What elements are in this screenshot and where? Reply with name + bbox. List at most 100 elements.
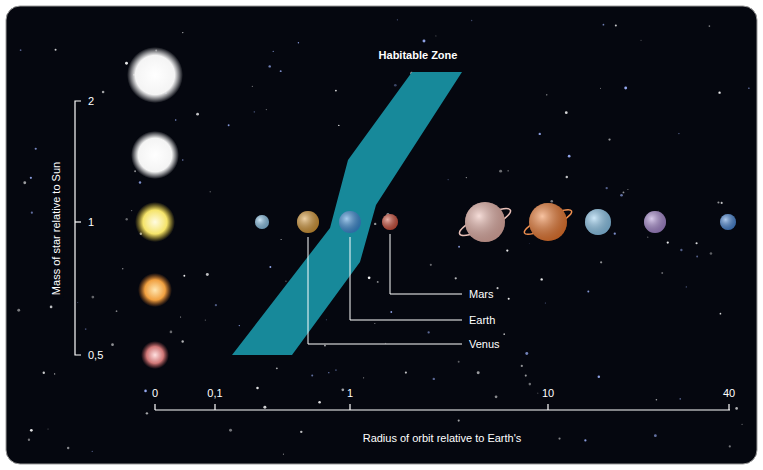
star-dot [667, 241, 669, 243]
star-dot [368, 277, 371, 280]
star-dot [266, 109, 267, 110]
star-dot [748, 87, 749, 88]
star-dot [458, 420, 460, 422]
star-dot [146, 412, 148, 414]
star-dot [85, 328, 87, 330]
star-dot [455, 277, 457, 279]
leader-lines [308, 234, 462, 344]
star-dot [126, 218, 128, 220]
star-dot [735, 407, 738, 410]
star-dot [318, 401, 321, 404]
star-dot [298, 42, 299, 43]
star-dot [180, 316, 181, 317]
star-dot [679, 398, 681, 400]
star-dot [565, 111, 568, 114]
star-dot [508, 170, 509, 171]
star-dot [540, 278, 542, 280]
star-dot [170, 331, 173, 334]
star-dot [67, 447, 69, 449]
star-dot [23, 181, 26, 184]
star-dot [276, 367, 278, 369]
star-dot [116, 310, 118, 312]
star-dot [205, 320, 206, 321]
star-dot [600, 261, 602, 263]
star-dot [28, 439, 30, 441]
planet-label: Mars [467, 288, 495, 301]
star-dot [374, 322, 376, 324]
star-dot [458, 246, 460, 248]
star-dot [599, 87, 601, 89]
star-dot [125, 62, 128, 65]
star-dot [111, 343, 114, 346]
star-dot [495, 395, 498, 398]
star-dot [394, 84, 397, 87]
star-dot [338, 125, 339, 126]
star-dot [447, 179, 449, 181]
star-dot [54, 373, 55, 374]
star-dot [144, 390, 147, 393]
star-dot [430, 264, 432, 266]
star-dot [427, 331, 429, 333]
axis-title: Mass of star relative to Sun [51, 159, 64, 296]
star-dot [48, 428, 49, 429]
stars [127, 47, 183, 369]
star-dot [506, 249, 508, 251]
star-dot [568, 155, 571, 158]
star-dot [529, 383, 532, 386]
star-dot [686, 286, 687, 287]
star-dot [134, 170, 136, 172]
star-dot [182, 159, 183, 160]
star-dot [508, 298, 510, 300]
star-dot [721, 202, 723, 204]
star-dot [709, 25, 711, 27]
star-dot [661, 272, 663, 274]
star-dot [627, 189, 628, 190]
star-dot [285, 281, 286, 282]
star-dot [183, 275, 185, 277]
star-dot [678, 133, 679, 134]
star-dot [335, 369, 337, 371]
star-dot [196, 113, 199, 116]
star-dot [680, 249, 682, 251]
star-dot [252, 86, 253, 87]
star-dot [654, 434, 657, 437]
star-dot [696, 242, 698, 244]
star-dot [280, 70, 282, 72]
zone-label: Habitable Zone [377, 49, 460, 62]
star-dot [263, 406, 266, 409]
star-dot [471, 20, 472, 21]
tick-label: 0 [150, 387, 160, 400]
star-dot [717, 201, 719, 203]
star-dot [20, 49, 22, 51]
star-dot [558, 437, 560, 439]
star-dot [228, 124, 230, 126]
star-dot [30, 177, 32, 179]
star-dot [497, 287, 499, 289]
star-dot [131, 210, 132, 211]
star-dot [587, 291, 589, 293]
star-dot [647, 237, 648, 238]
habitable-zone-band [232, 72, 462, 355]
star-dot [397, 19, 398, 20]
star-dot [102, 91, 105, 94]
star-dot [326, 319, 327, 320]
star-dot [550, 200, 553, 203]
star-dot [696, 256, 698, 258]
star-dot [742, 424, 743, 425]
star-dot [537, 392, 539, 394]
star-dot [311, 375, 313, 377]
star-dot [620, 194, 623, 197]
star-dot [623, 192, 625, 194]
star-dot [539, 133, 541, 135]
star-dot [584, 439, 586, 441]
star-dot [50, 306, 53, 309]
star-dot [254, 111, 256, 113]
star-dot [335, 90, 337, 92]
star-dot [215, 304, 217, 306]
star-dot [405, 372, 407, 374]
tick-label: 0,5 [86, 349, 105, 362]
star-dot [521, 365, 523, 367]
axis-title: Radius of orbit relative to Earth's [361, 432, 524, 445]
planet-label: Venus [467, 338, 502, 351]
star-dot [175, 119, 176, 120]
